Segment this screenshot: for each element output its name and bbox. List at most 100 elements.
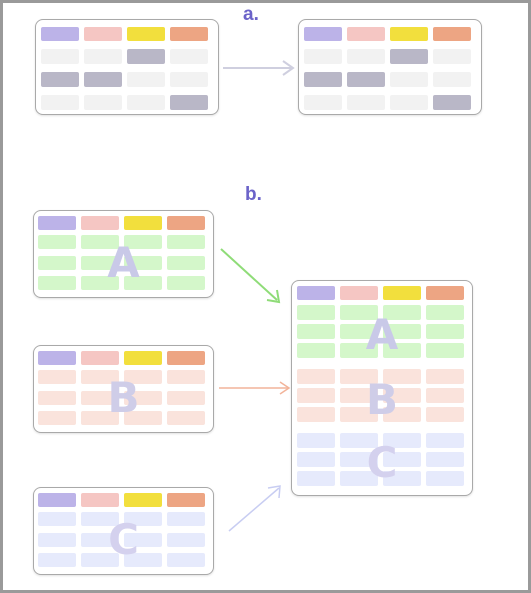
- body-cell: [167, 276, 205, 290]
- body-cell: [124, 256, 162, 270]
- header-cell: [390, 27, 428, 41]
- body-cell: [41, 95, 79, 110]
- header-cell: [170, 27, 208, 41]
- header-cell: [167, 493, 205, 507]
- body-cell: [347, 49, 385, 64]
- header-cell: [81, 493, 119, 507]
- body-cell: [426, 343, 464, 358]
- body-cell: [426, 324, 464, 339]
- body-cell: [383, 407, 421, 422]
- body-cell: [84, 95, 122, 110]
- body-cell: [170, 49, 208, 64]
- header-cell: [347, 27, 385, 41]
- body-cell: [81, 235, 119, 249]
- body-cell: [124, 411, 162, 425]
- body-cell: [41, 49, 79, 64]
- arrows-layer: [219, 60, 295, 532]
- body-cell: [124, 235, 162, 249]
- body-cell: [38, 553, 76, 567]
- body-cell: [81, 411, 119, 425]
- body-cell: [167, 235, 205, 249]
- body-cell: [38, 512, 76, 526]
- body-cell: [297, 388, 335, 403]
- body-cell: [426, 471, 464, 486]
- body-cell: [38, 276, 76, 290]
- body-cell: [340, 343, 378, 358]
- body-cell: [167, 370, 205, 384]
- body-cell: [433, 49, 471, 64]
- body-cell: [426, 433, 464, 448]
- body-cell: [41, 72, 79, 87]
- body-cell: [383, 343, 421, 358]
- body-cell: [170, 95, 208, 110]
- header-cell: [124, 216, 162, 230]
- body-cell: [304, 49, 342, 64]
- body-cell: [383, 369, 421, 384]
- arrow-a: [223, 60, 295, 76]
- body-cell: [297, 305, 335, 320]
- body-cell: [81, 391, 119, 405]
- body-cell: [340, 452, 378, 467]
- body-cell: [426, 407, 464, 422]
- body-cell: [340, 407, 378, 422]
- body-cell: [383, 388, 421, 403]
- body-cell: [347, 95, 385, 110]
- header-cell: [304, 27, 342, 41]
- panel-a-label: a.: [243, 4, 259, 25]
- arrow-from-a: [220, 248, 281, 304]
- body-cell: [38, 391, 76, 405]
- header-cell: [84, 27, 122, 41]
- body-cell: [347, 72, 385, 87]
- header-cell: [297, 286, 335, 300]
- header-cell: [426, 286, 464, 300]
- body-cell: [127, 95, 165, 110]
- header-cell: [38, 493, 76, 507]
- body-cell: [390, 49, 428, 64]
- header-cell: [38, 351, 76, 365]
- body-cell: [340, 324, 378, 339]
- body-cell: [81, 276, 119, 290]
- header-cell: [81, 216, 119, 230]
- body-cell: [340, 433, 378, 448]
- body-cell: [124, 553, 162, 567]
- header-cell: [167, 351, 205, 365]
- body-cell: [81, 370, 119, 384]
- body-cell: [383, 471, 421, 486]
- body-cell: [297, 471, 335, 486]
- body-cell: [81, 512, 119, 526]
- body-cell: [383, 433, 421, 448]
- body-cell: [297, 452, 335, 467]
- body-cell: [38, 533, 76, 547]
- body-cell: [340, 369, 378, 384]
- body-cell: [167, 411, 205, 425]
- header-cell: [433, 27, 471, 41]
- body-cell: [124, 512, 162, 526]
- body-cell: [297, 407, 335, 422]
- arrow-from-b: [219, 381, 291, 395]
- body-cell: [124, 370, 162, 384]
- body-cell: [81, 533, 119, 547]
- body-cell: [84, 49, 122, 64]
- body-cell: [84, 72, 122, 87]
- body-cell: [340, 471, 378, 486]
- result-table: [298, 19, 482, 115]
- body-cell: [81, 553, 119, 567]
- body-cell: [426, 388, 464, 403]
- body-cell: [167, 553, 205, 567]
- header-cell: [81, 351, 119, 365]
- body-cell: [297, 369, 335, 384]
- body-cell: [167, 512, 205, 526]
- body-cell: [340, 388, 378, 403]
- body-cell: [124, 276, 162, 290]
- body-cell: [383, 324, 421, 339]
- header-cell: [383, 286, 421, 300]
- header-cell: [124, 351, 162, 365]
- table-c: C: [33, 487, 214, 575]
- body-cell: [304, 95, 342, 110]
- body-cell: [38, 370, 76, 384]
- header-cell: [167, 216, 205, 230]
- header-cell: [38, 216, 76, 230]
- header-cell: [41, 27, 79, 41]
- body-cell: [167, 256, 205, 270]
- body-cell: [433, 95, 471, 110]
